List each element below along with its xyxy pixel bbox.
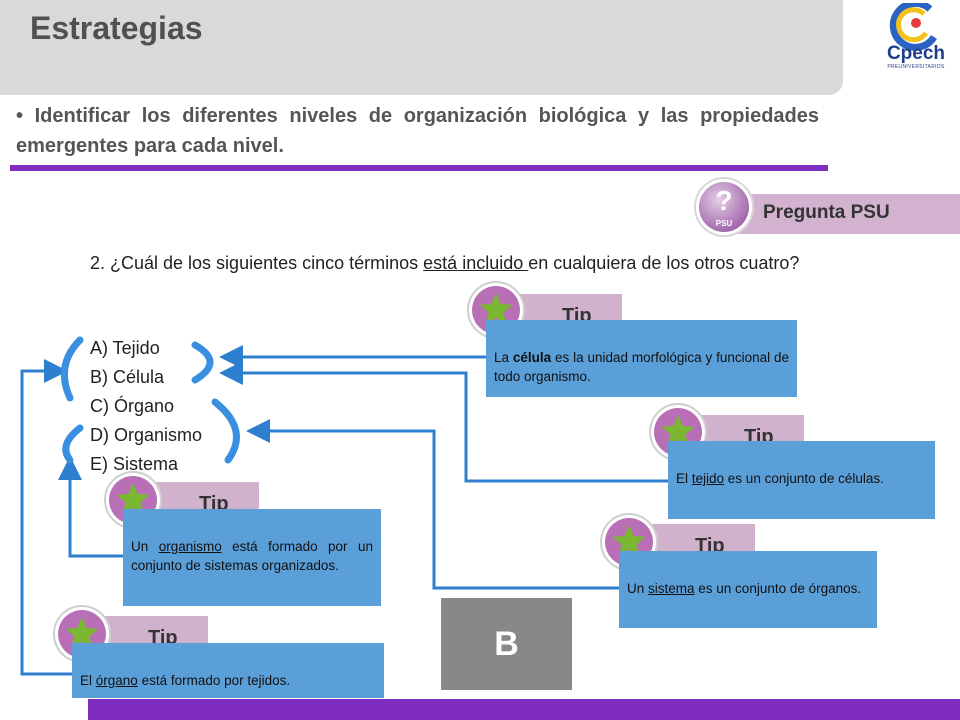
tip-box-celula: La célula es la unidad morfológica y fun…	[486, 320, 797, 397]
svg-text:?: ?	[715, 185, 732, 216]
tip-box-sistema: Un sistema es un conjunto de órganos.	[619, 551, 877, 628]
curved-arrow-left-2	[62, 424, 84, 464]
psu-label: Pregunta PSU	[763, 202, 890, 223]
option-a[interactable]: A) Tejido	[90, 338, 160, 358]
curved-arrow-right-2	[211, 398, 240, 464]
cpech-logo-icon	[889, 3, 937, 51]
bottom-bar	[88, 699, 960, 720]
tip-box-organo: El órgano está formado por tejidos.	[72, 643, 384, 698]
answer-box[interactable]: B	[441, 598, 572, 690]
tip-box-organismo: Un organismo está formado por un conjunt…	[123, 509, 381, 606]
curved-arrow-left-1	[60, 336, 84, 402]
page-title: Estrategias	[30, 10, 203, 46]
divider-line	[10, 165, 828, 171]
option-b[interactable]: B) Célula	[90, 367, 165, 387]
option-c[interactable]: C) Órgano	[90, 396, 175, 416]
logo-text: Cpech	[886, 43, 946, 64]
logo-subtitle: PREUNIVERSITARIOS	[887, 64, 945, 70]
title-bar: Estrategias	[0, 0, 843, 95]
answer-options: A) Tejido B) Célula C) Órgano D) Organis…	[90, 334, 202, 479]
psu-banner	[724, 194, 960, 234]
option-d[interactable]: D) Organismo	[90, 425, 203, 445]
svg-text:PSU: PSU	[716, 219, 733, 228]
objective-text: • Identificar los diferentes niveles de …	[16, 105, 819, 157]
tip-box-tejido: El tejido es un conjunto de células.	[668, 441, 935, 519]
question-text: 2. ¿Cuál de los siguientes cinco término…	[90, 253, 800, 273]
question-badge-icon: ? PSU	[694, 177, 754, 237]
